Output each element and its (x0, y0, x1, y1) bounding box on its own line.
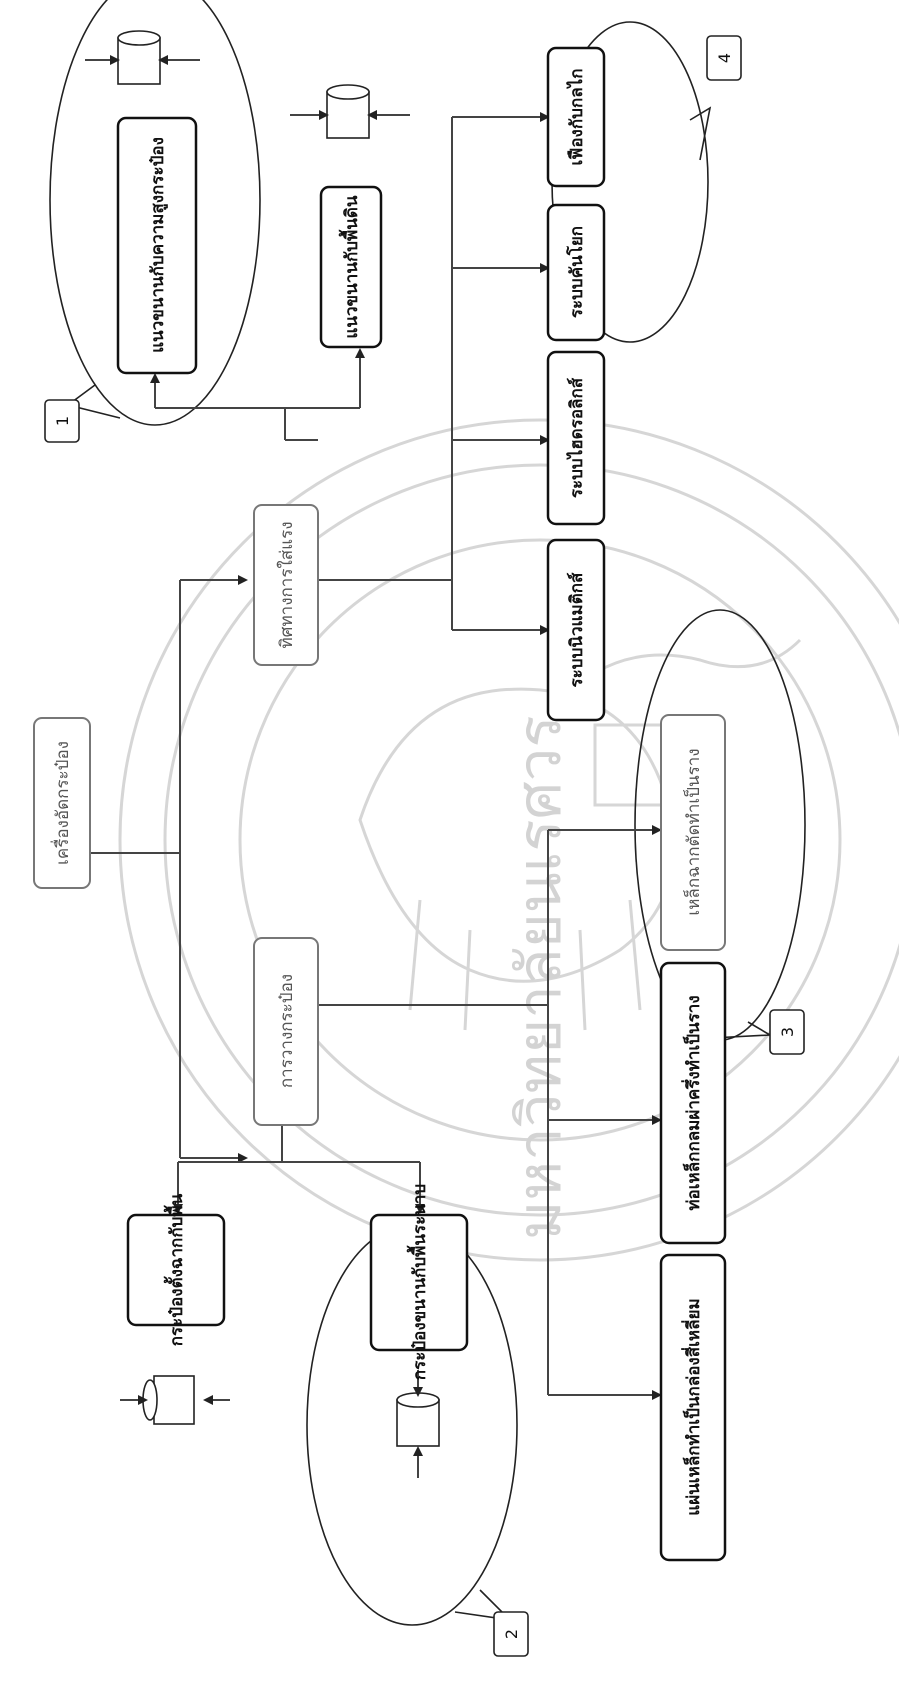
box-root: เครื่องอัดกระป๋อง (34, 718, 90, 888)
box-can-horizontal-label: กระป๋องขนานกับพื้นระนาบ (406, 1184, 430, 1380)
box-mechanical-label: ระบบนิวแมติกส์ (566, 572, 587, 688)
cylinder-icon-top-2 (290, 85, 410, 138)
box-force-direction-label: ทิศทางการใส่แรง (276, 521, 297, 648)
box-electric-label: ระบบไฮดรอลิกส์ (566, 377, 587, 498)
callout-4-label: 4 (715, 53, 734, 63)
callout-2-label: 2 (502, 1629, 521, 1639)
box-pipe-rail: ท่อเหล็กกลมผ่าครึ่งทำเป็นราง (661, 963, 725, 1243)
callout-3: 3 (770, 1010, 804, 1054)
cylinder-icon-top-1 (85, 31, 200, 84)
box-placement: การวางกระป๋อง (254, 938, 318, 1125)
box-can-vertical: กระป๋องตั้งฉากกับพื้น (128, 1193, 224, 1346)
box-placement-label: การวางกระป๋อง (277, 974, 297, 1088)
box-sheet-box-frame: แผ่นเหล็กทำเป็นกล่องสี่เหลี่ยม (661, 1255, 725, 1560)
watermark-text: มหาวิทยาลัยนเรศวร (505, 715, 575, 1240)
box-can-horizontal: กระป๋องขนานกับพื้นระนาบ (371, 1184, 467, 1380)
box-sheet-box-frame-label: แผ่นเหล็กทำเป็นกล่องสี่เหลี่ยม (681, 1298, 704, 1515)
cylinder-icon-bottom-2 (397, 1370, 439, 1478)
box-pipe-rail-label: ท่อเหล็กกลมผ่าครึ่งทำเป็นราง (681, 995, 704, 1210)
watermark-seal: มหาวิทยาลัยนเรศวร (120, 420, 899, 1260)
cylinder-icon-bottom-1 (120, 1376, 230, 1424)
box-force-parallel-height: แนวขนานกับความสูงกระป๋อง (118, 118, 196, 373)
callout-1: 1 (45, 400, 79, 442)
callout-2: 2 (494, 1612, 528, 1656)
box-angle-rail-label: เหล็กฉากตัดทำเป็นราง (682, 748, 704, 915)
callout-4: 4 (707, 36, 741, 80)
box-crank: เฟืองกับกลไก (548, 48, 604, 186)
box-mechanical: ระบบนิวแมติกส์ (548, 540, 604, 720)
box-electric: ระบบไฮดรอลิกส์ (548, 352, 604, 524)
box-force-parallel-ground-label: แนวขนานกับพื้นดิน (338, 195, 362, 338)
box-force-direction: ทิศทางการใส่แรง (254, 505, 318, 665)
box-lever: ระบบคันโยก (548, 205, 604, 340)
callout-3-label: 3 (778, 1027, 797, 1037)
box-crank-label: เฟืองกับกลไก (566, 69, 587, 166)
box-can-vertical-label: กระป๋องตั้งฉากกับพื้น (163, 1193, 187, 1346)
box-angle-rail: เหล็กฉากตัดทำเป็นราง (661, 715, 725, 950)
callout-1-label: 1 (53, 416, 72, 426)
box-force-parallel-ground: แนวขนานกับพื้นดิน (321, 187, 381, 347)
box-root-label: เครื่องอัดกระป๋อง (50, 741, 73, 865)
box-force-parallel-height-label: แนวขนานกับความสูงกระป๋อง (148, 137, 169, 353)
box-lever-label: ระบบคันโยก (566, 226, 587, 318)
